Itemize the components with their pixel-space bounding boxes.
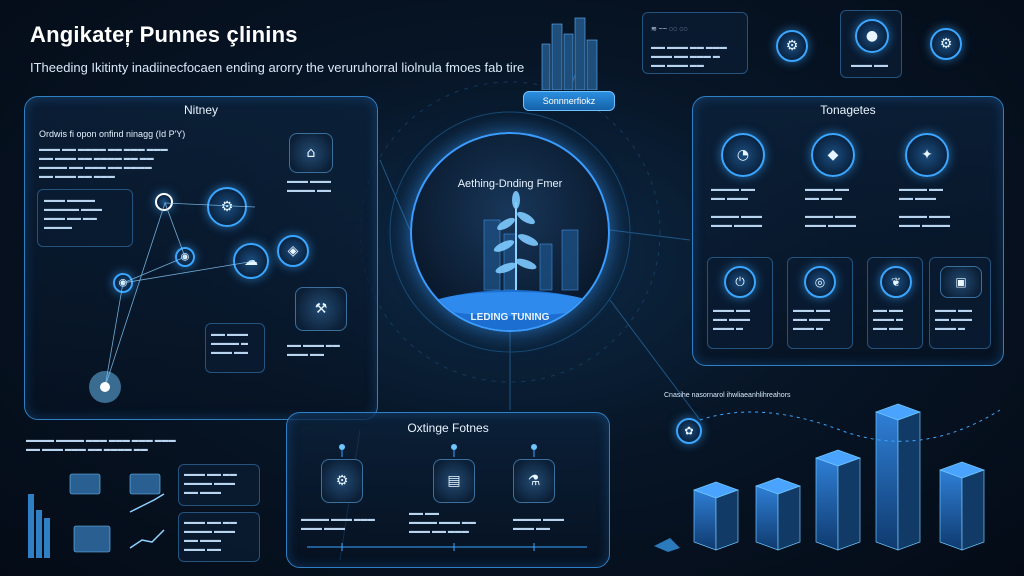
cube-stack-graphic bbox=[654, 403, 1001, 552]
left-info-text-2: ▬▬ ▬▬▬▬▬▬▬ ▬▬▬▬ ▬▬ bbox=[211, 331, 248, 356]
arm-caption: ▬▬ ▬▬▬ ▬▬▬▬▬ ▬▬ bbox=[287, 342, 340, 358]
lab-icon: ⚗ bbox=[513, 459, 555, 503]
bottom-panel: Oxtinge Fotnes ⚙ ▤ ⚗ ▬▬▬▬ ▬▬▬ ▬▬▬▬▬▬ ▬▬▬… bbox=[286, 412, 610, 568]
target-card-4: ▣ ▬▬▬ ▬▬▬▬ ▬▬▬▬▬▬ ▬ bbox=[929, 257, 991, 349]
info-text-block: ▬▬ ▬▬▬ ▬▬ ▬▬▬▬▬▬ ▬▬ ▬▬▬ ▬▬▬ ▬▬▬ ▬▬ bbox=[651, 44, 727, 69]
stats-card: ▬▬▬ ▬▬ ▬▬▬▬▬▬ ▬▬▬▬▬ ▬▬▬ bbox=[178, 464, 260, 506]
card-text-2: ▬▬▬ ▬▬▬▬ ▬▬▬▬▬▬ ▬ bbox=[793, 307, 830, 332]
bottom-caption-2: ▬▬ ▬▬▬▬▬▬ ▬▬▬ ▬▬▬▬▬ ▬▬ ▬▬▬ bbox=[409, 510, 476, 535]
left-panel-text: ▬▬▬ ▬▬ ▬▬▬▬ ▬▬ ▬▬▬ ▬▬▬▬▬ ▬▬▬ ▬▬ ▬▬▬▬ ▬▬ … bbox=[39, 146, 168, 180]
gear-icon: ⚙ bbox=[207, 187, 247, 227]
cube-column-1 bbox=[692, 481, 740, 551]
stats-text: ▬▬▬▬ ▬▬▬▬ ▬▬▬ ▬▬▬ ▬▬▬ ▬▬▬▬▬ ▬▬▬ ▬▬▬ ▬▬ ▬… bbox=[26, 437, 176, 453]
machine-icon: ⚙ bbox=[321, 459, 363, 503]
stats-card-text-2: ▬▬▬ ▬▬ ▬▬▬▬▬▬ ▬▬▬▬▬ ▬▬▬▬▬▬ ▬▬ bbox=[184, 519, 237, 553]
right-panel-title: Tonagetes bbox=[820, 103, 876, 117]
shield-icon: ◈ bbox=[277, 235, 309, 267]
target-card-2: ◎ ▬▬▬ ▬▬▬▬ ▬▬▬▬▬▬ ▬ bbox=[787, 257, 853, 349]
robot-arm-icon: ⚒ bbox=[295, 287, 347, 331]
cube-column-5 bbox=[938, 461, 986, 551]
stats-card-text: ▬▬▬ ▬▬ ▬▬▬▬▬▬ ▬▬▬▬▬ ▬▬▬ bbox=[184, 471, 237, 496]
server-icon: ▤ bbox=[433, 459, 475, 503]
gauge-icon: ◔ bbox=[721, 133, 765, 177]
target-card-1: ⏻ ▬▬▬ ▬▬▬▬ ▬▬▬▬▬▬ ▬ bbox=[707, 257, 773, 349]
info-line-1: ≋ ~~ ◌◌ ◌◌ bbox=[651, 26, 688, 33]
bottom-connectors bbox=[307, 444, 587, 551]
left-info-card: ▬▬▬ ▬▬▬▬▬▬▬▬▬ ▬▬▬▬▬▬ ▬▬ ▬▬▬▬▬▬ bbox=[37, 189, 133, 247]
target-card-3: ❦ ▬▬ ▬▬▬▬▬ ▬▬▬ ▬▬ bbox=[867, 257, 923, 349]
card-text-1: ▬▬▬ ▬▬▬▬ ▬▬▬▬▬▬ ▬ bbox=[713, 307, 750, 332]
diamond-icon: ◆ bbox=[811, 133, 855, 177]
stats-card-2: ▬▬▬ ▬▬ ▬▬▬▬▬▬ ▬▬▬▬▬ ▬▬▬▬▬▬ ▬▬ bbox=[178, 512, 260, 562]
cube-column-2 bbox=[754, 477, 802, 551]
card-text-4: ▬▬▬ ▬▬▬▬ ▬▬▬▬▬▬ ▬ bbox=[935, 307, 972, 332]
bottom-panel-title: Oxtinge Fotnes bbox=[407, 421, 489, 435]
power-icon: ⏻ bbox=[724, 266, 756, 298]
left-info-text: ▬▬▬ ▬▬▬▬▬▬▬▬▬ ▬▬▬▬▬▬ ▬▬ ▬▬▬▬▬▬ bbox=[44, 197, 102, 231]
factory-icon: ▣ bbox=[940, 266, 982, 298]
network-icon: ✦ bbox=[905, 133, 949, 177]
left-info-card-2: ▬▬ ▬▬▬▬▬▬▬ ▬▬▬▬ ▬▬ bbox=[205, 323, 265, 373]
cube-column-3 bbox=[814, 449, 862, 551]
avatar-caption: ▬▬▬ ▬▬ bbox=[851, 62, 888, 69]
left-panel-title: Nitney bbox=[183, 103, 218, 117]
top-info-card: ≋ ~~ ◌◌ ◌◌ ▬▬ ▬▬▬ ▬▬ ▬▬▬▬▬▬ ▬▬ ▬▬▬ ▬▬▬ ▬… bbox=[642, 12, 748, 74]
hero-footer: LEDING TUNING bbox=[470, 312, 550, 323]
hero-heading: Aething-Dnding Fmer bbox=[457, 178, 563, 190]
section-pill[interactable]: Sonnnerfiokz bbox=[523, 91, 615, 111]
bottom-caption-1: ▬▬▬▬ ▬▬▬ ▬▬▬▬▬▬ ▬▬▬ bbox=[301, 516, 375, 532]
city-skyline-icon bbox=[541, 17, 598, 90]
card-text-3: ▬▬ ▬▬▬▬▬ ▬▬▬ ▬▬ bbox=[873, 307, 903, 332]
bottom-left-stats: ▬▬▬▬ ▬▬▬▬ ▬▬▬ ▬▬▬ ▬▬▬ ▬▬▬▬▬ ▬▬▬ ▬▬▬ ▬▬ ▬… bbox=[18, 436, 268, 566]
left-panel: Nitney Ordwis fi opon onfind ninagg (Id … bbox=[24, 96, 378, 420]
eye-icon: ◎ bbox=[804, 266, 836, 298]
laurel-badge-left-icon: ⚙ bbox=[766, 20, 818, 72]
laurel-badge-right-icon: ⚙ bbox=[920, 18, 972, 70]
left-panel-subtitle: Ordwis fi opon onfind ninagg (Id P'Y) bbox=[39, 129, 186, 139]
mini-bar-chart bbox=[28, 473, 165, 558]
device-caption: ▬▬▬ ▬▬▬▬▬▬▬ ▬▬ bbox=[287, 178, 331, 194]
bottom-right-caption: Cnasihe nasornarol ihwliaeanhlihreahors bbox=[664, 392, 791, 399]
flower-icon: ✿ bbox=[676, 418, 702, 444]
network-graph bbox=[89, 201, 256, 403]
target-caption-1: ▬▬▬▬ ▬▬▬▬ ▬▬▬▬▬▬▬ ▬▬▬▬▬▬ ▬▬▬▬ bbox=[711, 186, 762, 229]
leaf-icon: ❦ bbox=[880, 266, 912, 298]
page-subtitle: ITheeding Ikitinty inadiinecfocaen endin… bbox=[30, 60, 525, 75]
device-icon: ⌂ bbox=[289, 133, 333, 173]
avatar: ● bbox=[855, 19, 889, 53]
page-title: Angikateŗ Punnes çlinins bbox=[30, 22, 298, 47]
target-caption-3: ▬▬▬▬ ▬▬▬▬ ▬▬▬▬▬▬▬ ▬▬▬▬▬▬ ▬▬▬▬ bbox=[899, 186, 950, 229]
target-caption-2: ▬▬▬▬ ▬▬▬▬ ▬▬▬▬▬▬▬ ▬▬▬▬▬▬ ▬▬▬▬ bbox=[805, 186, 856, 229]
avatar-card: ● ▬▬▬ ▬▬ bbox=[840, 10, 902, 78]
cloud-icon: ☁ bbox=[233, 243, 269, 279]
cube-column-4 bbox=[874, 403, 922, 551]
right-panel: Tonagetes ◔ ◆ ✦ ▬▬▬▬ ▬▬▬▬ ▬▬▬▬▬▬▬ ▬▬▬▬▬▬… bbox=[692, 96, 1004, 366]
bottom-caption-3: ▬▬▬▬ ▬▬▬▬▬▬ ▬▬ bbox=[513, 516, 564, 532]
pin-icon bbox=[155, 193, 173, 211]
center-hero-circle: Aething-Dnding Fmer LEDING TUNING bbox=[410, 132, 610, 332]
growing-plant-icon bbox=[412, 191, 608, 330]
